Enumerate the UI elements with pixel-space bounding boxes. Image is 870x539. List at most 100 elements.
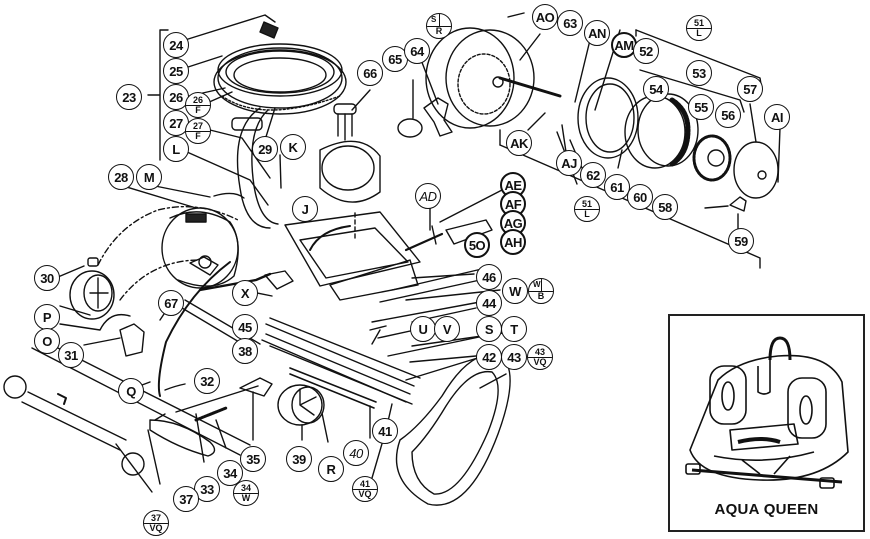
- callout-34-W[interactable]: 34 W: [233, 480, 259, 506]
- callout-T[interactable]: T: [501, 316, 527, 342]
- callout-M[interactable]: M: [136, 164, 162, 190]
- base-platform: [284, 211, 487, 381]
- callout-43[interactable]: 43: [501, 344, 527, 370]
- callout-65[interactable]: 65: [382, 46, 408, 72]
- callout-29[interactable]: 29: [252, 136, 278, 162]
- callout-61[interactable]: 61: [604, 174, 630, 200]
- callout-P[interactable]: P: [34, 304, 60, 330]
- callout-53[interactable]: 53: [686, 60, 712, 86]
- callout-37-VQ-bottom: VQ: [149, 523, 163, 533]
- callout-U[interactable]: U: [410, 316, 436, 342]
- callout-44[interactable]: 44: [476, 290, 502, 316]
- callout-54[interactable]: 54: [643, 76, 669, 102]
- callout-60[interactable]: 60: [627, 184, 653, 210]
- callout-58[interactable]: 58: [652, 194, 678, 220]
- callout-S-R-bottom: R: [435, 26, 443, 36]
- plate-57: [733, 141, 779, 199]
- callout-41-VQ[interactable]: 41 VQ: [352, 476, 378, 502]
- callout-46[interactable]: 46: [476, 264, 502, 290]
- callout-26-F[interactable]: 26 F: [185, 92, 211, 118]
- callout-S[interactable]: S: [476, 316, 502, 342]
- callout-45[interactable]: 45: [232, 314, 258, 340]
- callout-S-R[interactable]: S R: [426, 13, 452, 39]
- callout-J[interactable]: J: [292, 196, 318, 222]
- callout-30[interactable]: 30: [34, 265, 60, 291]
- callout-56[interactable]: 56: [715, 102, 741, 128]
- callout-39[interactable]: 39: [286, 446, 312, 472]
- divider: [438, 14, 440, 26]
- axle-bars: [3, 337, 251, 476]
- callout-31[interactable]: 31: [58, 342, 84, 368]
- divider: [186, 130, 210, 133]
- callout-51-L-bottom-bottom: L: [584, 209, 590, 219]
- callout-38[interactable]: 38: [232, 338, 258, 364]
- callout-26-F-bottom: F: [195, 105, 201, 115]
- callout-51-L-top[interactable]: 51 L: [686, 15, 712, 41]
- callout-40[interactable]: 40: [343, 440, 369, 466]
- callout-37-VQ-top: 37: [150, 513, 161, 523]
- callout-28[interactable]: 28: [108, 164, 134, 190]
- divider: [144, 522, 168, 525]
- callout-34-W-top: 34: [240, 483, 251, 493]
- callout-64[interactable]: 64: [404, 38, 430, 64]
- callout-37-VQ[interactable]: 37 VQ: [143, 510, 169, 536]
- callout-27-F[interactable]: 27 F: [185, 118, 211, 144]
- divider: [687, 27, 711, 30]
- divider: [528, 356, 552, 359]
- callout-59[interactable]: 59: [728, 228, 754, 254]
- divider: [234, 492, 258, 495]
- callout-R[interactable]: R: [318, 456, 344, 482]
- callout-AK[interactable]: AK: [506, 130, 532, 156]
- callout-V[interactable]: V: [434, 316, 460, 342]
- callout-W-B-bottom: B: [537, 291, 545, 301]
- callout-57[interactable]: 57: [737, 76, 763, 102]
- divider: [427, 25, 451, 28]
- callout-52[interactable]: 52: [633, 38, 659, 64]
- callout-K[interactable]: K: [280, 134, 306, 160]
- callout-33[interactable]: 33: [194, 476, 220, 502]
- callout-26[interactable]: 26: [163, 84, 189, 110]
- divider: [575, 208, 599, 211]
- callout-62[interactable]: 62: [580, 162, 606, 188]
- callout-27[interactable]: 27: [163, 110, 189, 136]
- callout-34[interactable]: 34: [217, 460, 243, 486]
- callout-W[interactable]: W: [502, 278, 528, 304]
- callout-43-VQ-bottom: VQ: [533, 357, 547, 367]
- belt-path: [97, 206, 239, 266]
- divider: [529, 290, 553, 293]
- wheel-39: [277, 384, 329, 443]
- callout-37[interactable]: 37: [173, 486, 199, 512]
- callout-AD[interactable]: AD: [415, 183, 441, 209]
- pump-housing: [319, 89, 381, 239]
- callout-63[interactable]: 63: [557, 10, 583, 36]
- callout-24[interactable]: 24: [163, 32, 189, 58]
- callout-32[interactable]: 32: [194, 368, 220, 394]
- callout-42[interactable]: 42: [476, 344, 502, 370]
- callout-AM[interactable]: AM: [611, 32, 637, 58]
- callout-66[interactable]: 66: [357, 60, 383, 86]
- callout-43-VQ[interactable]: 43 VQ: [527, 344, 553, 370]
- callout-AH[interactable]: AH: [500, 229, 526, 255]
- callout-41[interactable]: 41: [372, 418, 398, 444]
- callout-55[interactable]: 55: [688, 94, 714, 120]
- callout-50[interactable]: 5O: [464, 232, 490, 258]
- callout-51-L-bottom[interactable]: 51 L: [574, 196, 600, 222]
- callout-AI[interactable]: AI: [764, 104, 790, 130]
- divider: [186, 104, 210, 107]
- callout-23[interactable]: 23: [116, 84, 142, 110]
- motor-63: [425, 12, 562, 129]
- callout-W-B[interactable]: W B: [528, 278, 554, 304]
- callout-S-R-left: S: [431, 15, 437, 24]
- callout-25[interactable]: 25: [163, 58, 189, 84]
- callout-X[interactable]: X: [232, 280, 258, 306]
- callout-Q[interactable]: Q: [118, 378, 144, 404]
- callout-AN[interactable]: AN: [584, 20, 610, 46]
- product-name-label: AQUA QUEEN: [714, 501, 819, 518]
- callout-26-F-top: 26: [192, 95, 203, 105]
- callout-67[interactable]: 67: [158, 290, 184, 316]
- callout-AO[interactable]: AO: [532, 4, 558, 30]
- callout-AJ[interactable]: AJ: [556, 150, 582, 176]
- callout-35[interactable]: 35: [240, 446, 266, 472]
- callout-O[interactable]: O: [34, 328, 60, 354]
- callout-L[interactable]: L: [163, 136, 189, 162]
